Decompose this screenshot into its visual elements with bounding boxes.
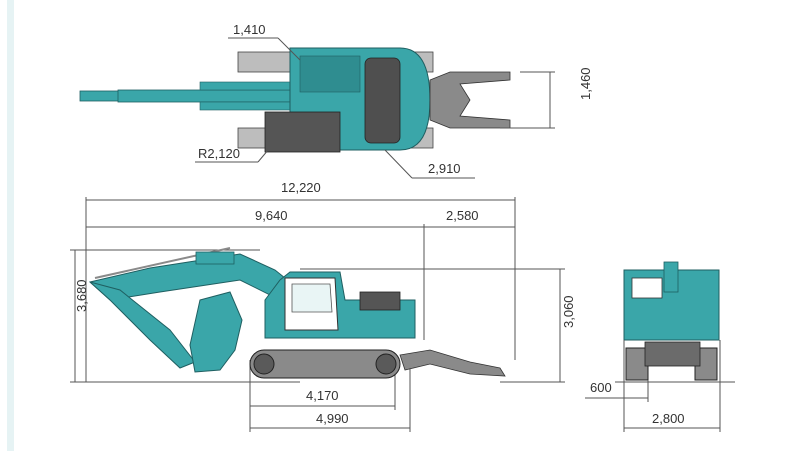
front-boom: [663, 261, 679, 293]
front-length-label: 9,640: [255, 208, 288, 223]
top-width-label: 1,410: [233, 22, 266, 37]
side-view: [88, 247, 506, 379]
side-boom-head: [195, 251, 235, 265]
top-boom-cylinder-2: [199, 101, 301, 111]
overall-length-label: 12,220: [281, 180, 321, 195]
shoe-width-label: 600: [590, 380, 612, 395]
turn-radius-label: R2,120: [198, 146, 240, 161]
side-rear-attachment: [399, 349, 506, 377]
side-view-dimensions: [70, 197, 565, 432]
side-arm: [89, 281, 196, 369]
side-track: [249, 349, 401, 379]
top-counterweight: [364, 57, 401, 144]
top-height-label: 1,460: [578, 67, 593, 100]
track-gauge-width-label: 2,800: [652, 411, 685, 426]
top-rear-attachment: [429, 71, 511, 129]
side-sprocket: [375, 353, 397, 375]
cab-height-label: 3,060: [561, 295, 576, 328]
tail-swing-label: 2,910: [428, 161, 461, 176]
top-boom-cylinder: [199, 81, 301, 91]
front-view: [623, 261, 720, 381]
top-attachment: [79, 90, 121, 102]
overall-height-label: 3,680: [74, 279, 89, 312]
top-engine-hood: [299, 55, 361, 93]
front-view-dimensions: [585, 340, 735, 432]
top-cab-grille: [264, 111, 341, 153]
side-cab-window: [291, 283, 333, 313]
front-car-body: [644, 341, 701, 367]
tumbler-distance-label: 4,170: [306, 388, 339, 403]
dim-line-turn-radius: [257, 129, 286, 163]
track-length-label: 4,990: [316, 411, 349, 426]
rear-length-label: 2,580: [446, 208, 479, 223]
side-crusher: [189, 291, 243, 373]
side-idler: [253, 353, 275, 375]
top-arm: [117, 89, 304, 103]
front-cab-window: [631, 277, 663, 299]
top-view: 1,410 1,460 R2,120 2,910: [79, 22, 593, 179]
side-engine-grille: [359, 291, 401, 311]
